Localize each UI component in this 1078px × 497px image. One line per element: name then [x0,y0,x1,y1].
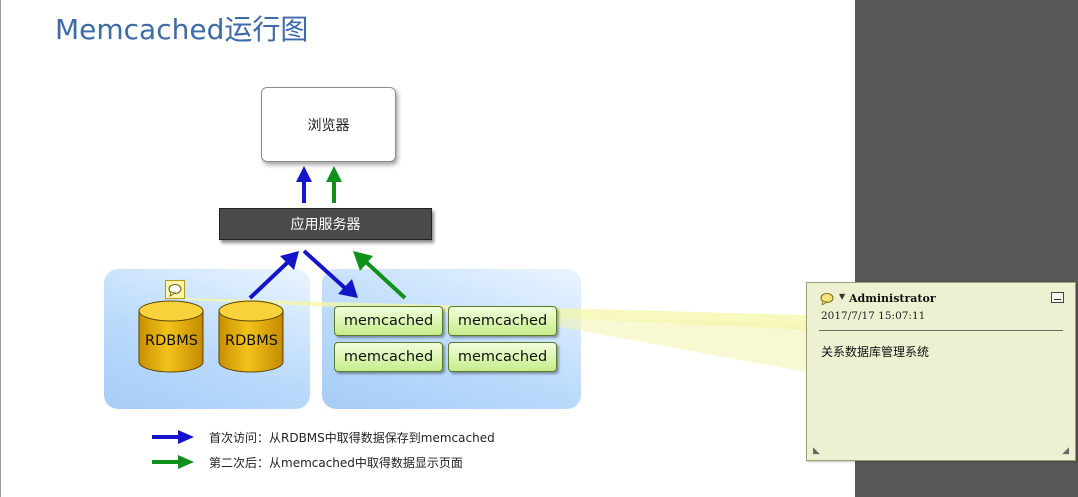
comment-callout-connector-secondary [555,318,806,372]
arrow-db-to-server-blue [248,251,299,300]
arrow-server-to-memcached-blue [302,249,358,298]
resize-grip-icon[interactable]: ◣ [813,446,820,456]
memcached-node: memcached [334,306,443,336]
memcached-node-label: memcached [457,313,548,329]
legend-arrow-blue [152,430,194,444]
left-border [0,0,1,497]
memcached-node-label: memcached [343,349,434,365]
resize-grip-icon[interactable]: ◢ [1062,446,1069,456]
speech-bubble-icon [168,284,182,297]
database-label: RDBMS [145,333,198,349]
memcached-node: memcached [334,342,443,372]
comment-author: Administrator [849,292,936,305]
slide-title: Memcached运行图 [55,13,309,46]
legend-subsequent-visit: 第二次后：从memcached中取得数据显示页面 [209,456,463,470]
memcached-node-label: memcached [457,349,548,365]
arrow-up-green [326,166,342,203]
minimize-icon[interactable] [1051,292,1064,303]
memcached-group-panel [322,269,581,409]
database-label: RDBMS [225,333,278,349]
app-server-box: 应用服务器 [219,208,432,240]
browser-box: 浏览器 [261,87,396,162]
arrow-up-blue [296,166,312,203]
legend-arrow-green [152,455,194,469]
comment-timestamp: 2017/7/17 15:07:11 [821,310,926,322]
browser-label: 浏览器 [307,117,350,134]
dropdown-arrow-icon[interactable]: ▼ [839,292,846,301]
comment-marker-icon[interactable] [165,280,185,299]
memcached-node: memcached [448,306,557,336]
speech-bubble-icon [820,293,834,305]
comment-divider [819,330,1063,331]
memcached-node-label: memcached [343,313,434,329]
legend-first-visit: 首次访问：从RDBMS中取得数据保存到memcached [209,431,495,445]
database-cylinder-1 [138,300,204,373]
slide-canvas [0,0,855,497]
app-server-label: 应用服务器 [290,217,361,233]
comment-panel[interactable]: ▼ Administrator 2017/7/17 15:07:11 关系数据库… [806,282,1076,461]
memcached-node: memcached [448,342,557,372]
arrow-memcached-to-server-green [353,251,407,300]
comment-body[interactable]: 关系数据库管理系统 [821,345,930,359]
database-cylinder-2 [218,300,284,373]
